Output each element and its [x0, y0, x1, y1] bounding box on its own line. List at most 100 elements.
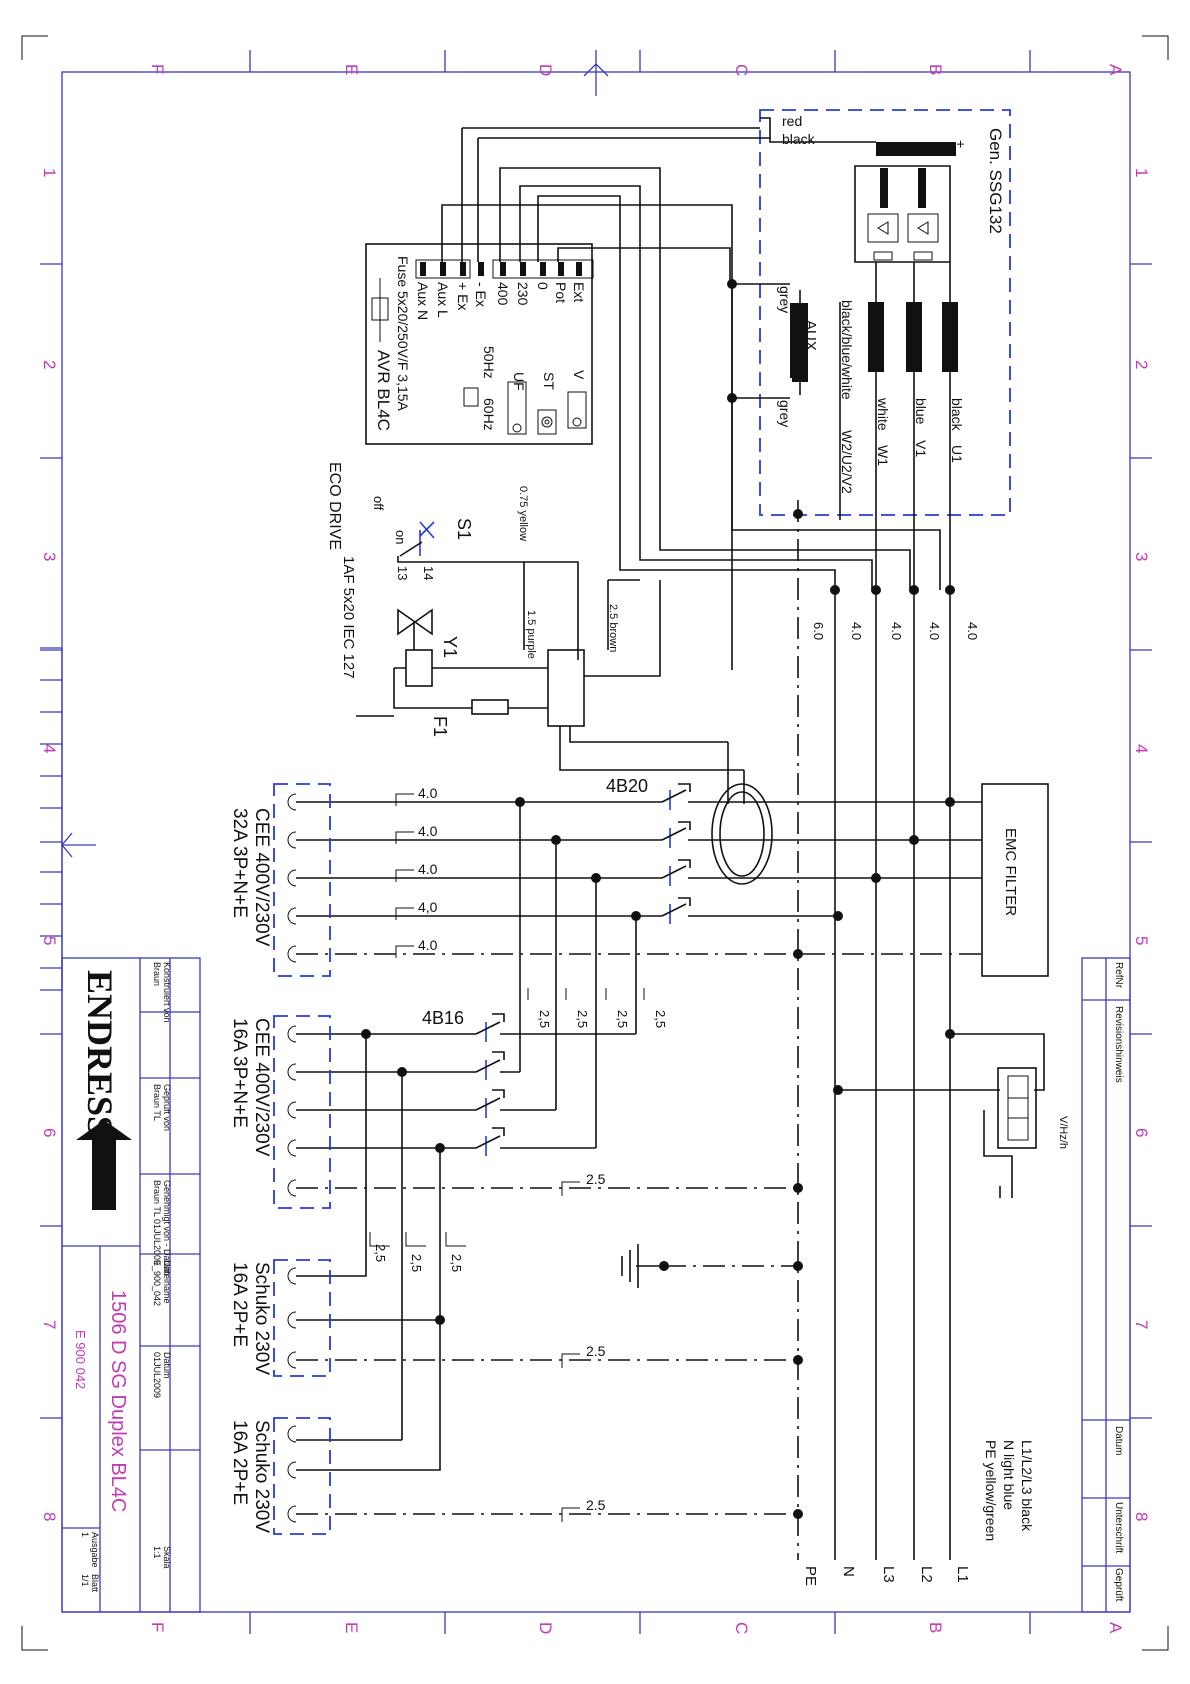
meter-display	[1007, 1075, 1029, 1141]
schuko2-socket-pins	[287, 1425, 297, 1523]
avr-fuse-symbol	[371, 278, 389, 342]
cs-l3: 4.0	[889, 622, 904, 640]
bus-junctions	[727, 279, 955, 595]
rectifier-diodes	[867, 213, 939, 261]
avr-fuse: Fuse 5x20/250V/F 3,15A	[395, 256, 411, 412]
grid-col-top-5: A	[1106, 64, 1125, 76]
revision-block	[1081, 957, 1131, 1613]
schuko2-wiring	[296, 1320, 441, 1471]
rectifier-coil-left	[880, 168, 888, 208]
cee32-to-cee16-taps	[519, 802, 637, 1148]
bus-pe: PE	[802, 1566, 819, 1586]
cee32-breaker-contacts	[661, 783, 691, 917]
emc-filter-box	[981, 783, 1049, 977]
winding-0-name: U1	[949, 445, 965, 463]
cee32-wire-2: 4.0	[418, 861, 438, 877]
tb-skala-label: Skala	[162, 1546, 172, 1569]
grid-row-right-0: 1	[1132, 168, 1151, 177]
avr-name: AVR BL4C	[374, 350, 393, 431]
bus-l2: L2	[918, 1566, 935, 1583]
ct-ring-inner	[719, 791, 765, 877]
avr-terminal-6: + Ex	[455, 282, 471, 310]
valve-y1: Y1	[440, 636, 460, 658]
legend-0: L1/L2/L3 black	[1019, 1440, 1035, 1532]
winding-0-color: black	[949, 398, 965, 432]
winding-1-color: blue	[913, 398, 929, 425]
avr-potentiometers	[507, 381, 587, 435]
pe-ground-junction	[793, 1261, 803, 1271]
schuko2-pe-label: 2.5	[586, 1497, 606, 1513]
meter-label: V/Hz/h	[1057, 1116, 1069, 1149]
avr-terminal-8: Aux N	[415, 282, 431, 320]
generator-boundary	[759, 109, 1011, 516]
wire-black-label: black	[782, 131, 816, 147]
switch-s1-symbol	[419, 521, 435, 556]
cs-n: 4.0	[849, 622, 864, 640]
aux-label: AUX	[802, 320, 819, 351]
switch-on: on	[393, 530, 408, 544]
grid-labels: F E D C B A F E D C B A 1 2 3 4 5 6 7 8 …	[40, 64, 1151, 1634]
aux-wires	[732, 283, 790, 399]
aux-wire-bottom: grey	[777, 400, 793, 427]
switch-pin-13: 13	[395, 566, 410, 580]
avr-terminal-5: - Ex	[473, 282, 489, 307]
schuko1-wiring	[296, 1034, 441, 1440]
generator-wiring	[462, 117, 876, 143]
meter-box	[997, 1067, 1037, 1149]
grid-row-left-1: 2	[40, 360, 59, 369]
avr-50hz: 50Hz	[481, 346, 497, 379]
winding-3-color: black/blue/white	[839, 300, 855, 400]
avr-60hz: 60Hz	[481, 398, 497, 431]
grid-row-right-1: 2	[1132, 360, 1151, 369]
cee16-socket-pins	[287, 1025, 297, 1197]
grid-row-right-7: 8	[1132, 1512, 1151, 1521]
eco-drive-wiring	[356, 541, 744, 771]
wire-yellow: 0.75 yellow	[517, 486, 529, 541]
drawing-frame	[61, 71, 1131, 1613]
switch-s1: S1	[454, 518, 474, 540]
grid-row-right-2: 3	[1132, 552, 1151, 561]
grid-row-right-5: 6	[1132, 1128, 1151, 1137]
schuko2-label-1: Schuko 230V	[251, 1420, 272, 1533]
grid-row-left-2: 3	[40, 552, 59, 561]
grid-row-left-5: 6	[40, 1128, 59, 1137]
cee16-breaker-label: 4B16	[422, 1008, 464, 1028]
bus-n: N	[840, 1566, 857, 1577]
schuko1-label-2: 16A 2P+E	[229, 1262, 250, 1347]
tb-dateiname: E_900_042	[152, 1260, 162, 1306]
avr-hz-jumper	[463, 387, 479, 407]
winding-1-name: V1	[913, 440, 929, 457]
tb-blatt-label: Blatt	[90, 1574, 100, 1593]
schuko1-socket-pins	[287, 1267, 297, 1369]
meter-display-lines	[1008, 1097, 1028, 1119]
grid-row-right-6: 7	[1132, 1320, 1151, 1329]
cee32-wire-flags	[395, 793, 414, 958]
cee32-wire-3: 4,0	[418, 899, 438, 915]
tb-skala: 1:1	[152, 1546, 162, 1559]
avr-terminal-0: Ext	[571, 282, 587, 302]
grid-row-left-4: 5	[40, 936, 59, 945]
tb-title: 1506 D SG Duplex BL4C	[107, 1290, 129, 1512]
avr-terminal-1: Pot	[553, 282, 569, 303]
grid-col-bottom-1: E	[342, 1622, 361, 1633]
ct-ring-outer	[711, 783, 773, 885]
rev-datum: Datum	[1113, 1426, 1124, 1455]
fuse-f1: F1	[430, 716, 450, 737]
ct-leads	[727, 742, 745, 804]
cee16-pe-label: 2.5	[586, 1171, 606, 1187]
tb-datum-label: Datum	[162, 1352, 172, 1379]
avr-terminal-7: Aux L	[435, 282, 451, 318]
fuse-spec: 1AF 5x20 IEC 127	[340, 556, 357, 679]
avr-terminal-3: 230	[515, 282, 531, 306]
legend-2: PE yellow/green	[983, 1440, 999, 1541]
avr-box	[365, 243, 593, 445]
bus-l1: L1	[954, 1566, 971, 1583]
legend-1: N light blue	[1001, 1440, 1017, 1510]
grid-col-top-2: D	[536, 64, 555, 76]
rectifier-coil-right	[918, 168, 926, 208]
cee32-wire-1: 4.0	[418, 823, 438, 839]
switch-off: off	[371, 496, 386, 511]
cee16-wire-1: 2,5	[575, 1010, 590, 1028]
grid-ticks	[40, 50, 1152, 1634]
